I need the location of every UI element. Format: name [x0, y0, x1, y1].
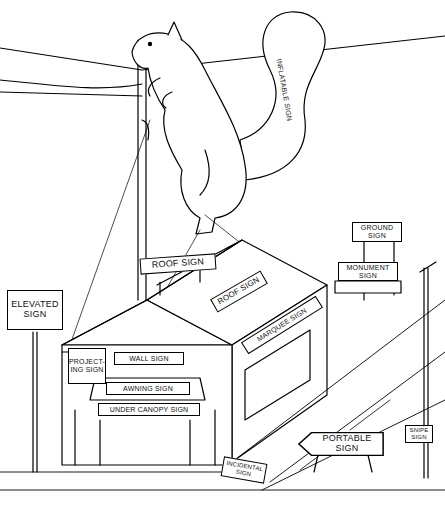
squirrel-eye [148, 42, 151, 45]
pole-hook [142, 120, 149, 140]
monument-base [335, 281, 401, 293]
monument-sign: MONUMENT SIGN [338, 262, 398, 281]
projecting-sign: PROJECT- ING SIGN [68, 348, 106, 384]
wire [0, 92, 142, 96]
squirrel-ear [168, 22, 182, 40]
squirrel-body [132, 33, 246, 234]
sign-text: GROUND SIGN [356, 224, 398, 239]
squirrel-tail [240, 12, 325, 180]
sign-text: UNDER CANOPY SIGN [110, 406, 189, 414]
sign-text: SNIPE SIGN [409, 427, 429, 440]
sign-text: MONUMENT SIGN [342, 264, 394, 279]
utility-pole [420, 262, 436, 478]
sign-pole [33, 332, 37, 472]
sign-text: INCIDENTAL SIGN [225, 460, 264, 479]
sign-text: PROJECT- ING SIGN [69, 358, 105, 373]
wall-sign: WALL SIGN [114, 352, 184, 365]
sign-text: AWNING SIGN [123, 385, 173, 393]
awning-sign: AWNING SIGN [106, 382, 190, 395]
squirrel-paws [148, 78, 172, 108]
roof-sign-post [160, 270, 200, 295]
wire [0, 80, 142, 88]
roof-edge [62, 240, 242, 345]
elevated-sign: ELEVATED SIGN [7, 290, 63, 330]
sign-text: ROOF SIGN [152, 257, 205, 271]
squirrel-leg [200, 150, 209, 195]
wire [0, 36, 445, 70]
under-canopy-sign: UNDER CANOPY SIGN [98, 403, 200, 416]
ground-sign: GROUND SIGN [352, 222, 402, 242]
portable-sign-legs [314, 455, 372, 472]
snipe-sign: SNIPE SIGN [405, 425, 433, 443]
sign-text: WALL SIGN [129, 355, 168, 363]
awning [90, 378, 205, 400]
portable-sign: PORTABLE SIGN [298, 432, 384, 456]
storefront [75, 410, 215, 465]
curb-line [0, 300, 445, 490]
incidental-sign: INCIDENTAL SIGN [221, 456, 268, 483]
building-front [62, 345, 232, 465]
sign-text: ELEVATED SIGN [11, 300, 59, 320]
sign-text: PORTABLE SIGN [314, 434, 380, 454]
